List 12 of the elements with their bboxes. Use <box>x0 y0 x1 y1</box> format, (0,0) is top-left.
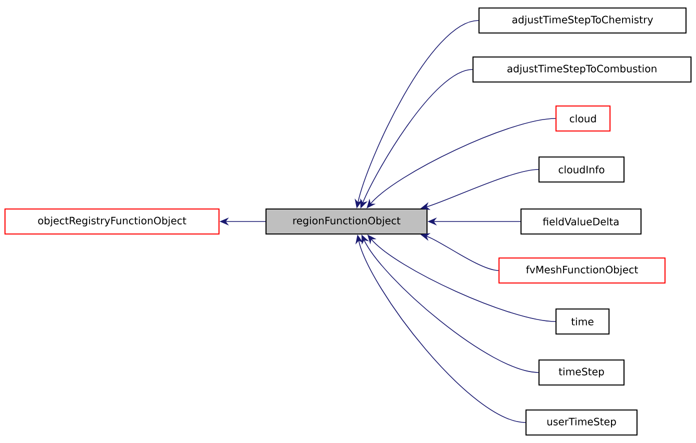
class-box: timeStep <box>538 359 625 386</box>
class-box: adjustTimeStepToChemistry <box>478 7 687 34</box>
class-box: adjustTimeStepToCombustion <box>472 56 692 83</box>
class-box: cloud <box>555 105 611 132</box>
base-class-box: regionFunctionObject <box>265 208 428 235</box>
class-box: fieldValueDelta <box>520 208 642 235</box>
class-box: time <box>555 308 610 335</box>
class-box: objectRegistryFunctionObject <box>4 208 220 235</box>
arrow <box>366 118 556 208</box>
class-box: fvMeshFunctionObject <box>498 257 666 284</box>
class-box: cloudInfo <box>538 156 625 183</box>
class-box: userTimeStep <box>525 409 638 436</box>
